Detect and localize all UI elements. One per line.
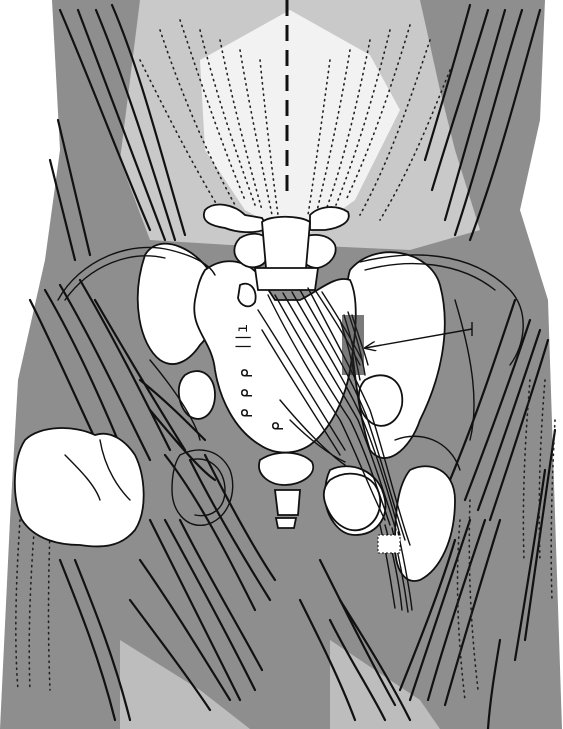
svg-text:ᑭ: ᑭ: [269, 422, 287, 431]
svg-text:ᑭ: ᑭ: [238, 389, 256, 398]
svg-text:ᑭ: ᑭ: [238, 409, 256, 418]
svg-text:||ı: ||ı: [233, 324, 251, 351]
svg-text:ᑭ: ᑭ: [238, 369, 256, 378]
